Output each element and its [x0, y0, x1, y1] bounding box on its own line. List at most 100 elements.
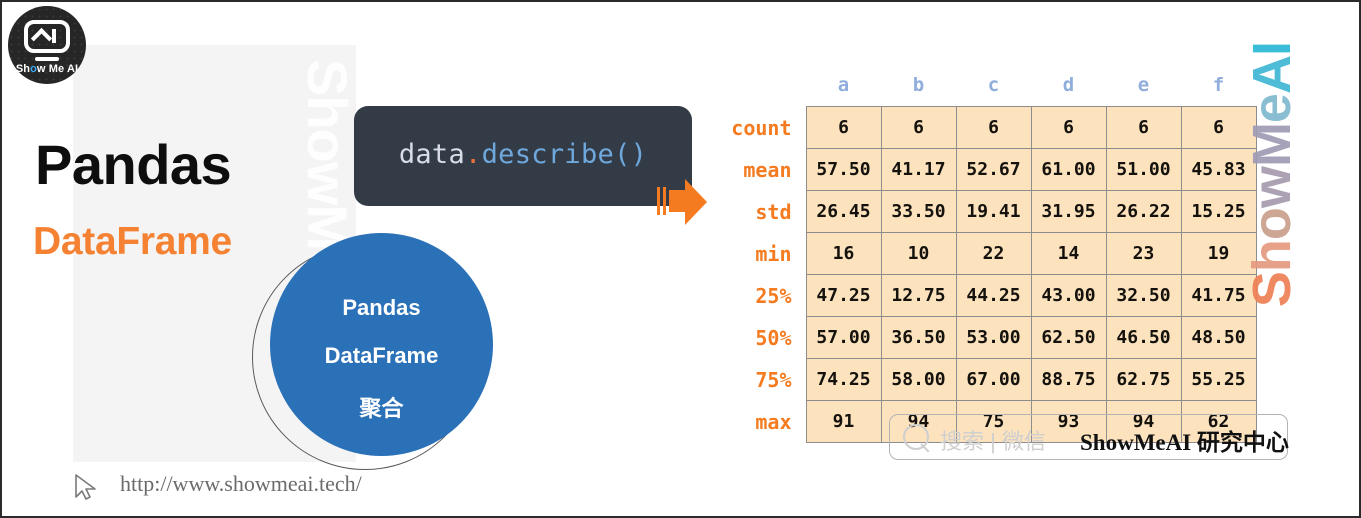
table-cell-75%-a: 74.25: [805, 358, 882, 401]
table-cell-mean-f: 45.83: [1180, 148, 1257, 191]
left-info-card: ShowMeAI: [73, 45, 359, 462]
table-column-header-c: c: [987, 74, 1000, 96]
circle-line-1: Pandas: [342, 295, 421, 320]
table-row-header-max: max: [755, 409, 792, 434]
table-header-row: a b c d e f: [708, 64, 1256, 107]
table-cell-count-b: 6: [880, 106, 957, 149]
monitor-stand-icon: [35, 57, 59, 61]
code-snippet-box: data.describe(): [354, 106, 692, 206]
code-token-variable: data: [398, 139, 466, 170]
table-cell-75%-b: 58.00: [880, 358, 957, 401]
table-cell-min-e: 23: [1105, 232, 1182, 275]
table-cell-50%-a: 57.00: [805, 316, 882, 359]
table-row-header-mean: mean: [743, 157, 792, 182]
table-cell-std-e: 26.22: [1105, 190, 1182, 233]
circle-line-3: 聚合: [359, 396, 404, 421]
table-cell-std-d: 31.95: [1030, 190, 1107, 233]
table-cell-mean-a: 57.50: [805, 148, 882, 191]
table-cell-50%-c: 53.00: [955, 316, 1032, 359]
wechat-search-label: 搜索 | 微信: [940, 429, 1046, 454]
table-cell-min-a: 16: [805, 232, 882, 275]
table-cell-25%-f: 41.75: [1180, 274, 1257, 317]
table-cell-count-a: 6: [805, 106, 882, 149]
code-snippet-text: data.describe(): [354, 139, 692, 170]
table-cell-count-f: 6: [1180, 106, 1257, 149]
concept-circle: Pandas DataFrame 聚合: [270, 233, 493, 456]
table-row-header-25%: 25%: [755, 283, 792, 308]
table-row-header-min: min: [755, 241, 792, 266]
table-cell-50%-e: 46.50: [1105, 316, 1182, 359]
page-subtitle: DataFrame: [33, 220, 232, 263]
wm-letter-o: o: [1242, 208, 1302, 241]
table-cell-max-e: 94: [1105, 400, 1182, 443]
logo-label: Show Me AI: [8, 63, 86, 75]
wechat-account-label: ShowMeAI 研究中心: [1080, 430, 1289, 455]
arrow-body: [669, 190, 689, 212]
table-cell-max-c: 75: [955, 400, 1032, 443]
table-column-header-a: a: [837, 74, 850, 96]
wm-letter-h: h: [1242, 240, 1302, 273]
table-cell-75%-f: 55.25: [1180, 358, 1257, 401]
table-column-header-f: f: [1212, 74, 1225, 96]
table-cell-min-c: 22: [955, 232, 1032, 275]
logo-label-part1: Sh: [15, 63, 31, 75]
table-cell-max-a: 91: [805, 400, 882, 443]
wm-letter-s: S: [1242, 272, 1302, 308]
table-cell-std-b: 33.50: [880, 190, 957, 233]
table-cell-mean-c: 52.67: [955, 148, 1032, 191]
table-corner-cell: [708, 64, 806, 107]
footer-url-text: http://www.showmeai.tech/: [120, 471, 362, 496]
table-cell-max-f: 62: [1180, 400, 1257, 443]
circle-line-2: DataFrame: [324, 343, 439, 368]
wm-letter-a: A: [1242, 56, 1302, 95]
table-row-header-75%: 75%: [755, 367, 792, 392]
table-cell-std-a: 26.45: [805, 190, 882, 233]
table-cell-50%-b: 36.50: [880, 316, 957, 359]
table-cell-std-c: 19.41: [955, 190, 1032, 233]
table-cell-mean-e: 51.00: [1105, 148, 1182, 191]
code-token-function: describe: [481, 139, 615, 170]
table-row-header-50%: 50%: [755, 325, 792, 350]
table-cell-25%-c: 44.25: [955, 274, 1032, 317]
wm-letter-w: w: [1242, 167, 1302, 209]
table-cell-25%-e: 32.50: [1105, 274, 1182, 317]
wm-letter-e: e: [1242, 94, 1302, 124]
table-cell-count-e: 6: [1105, 106, 1182, 149]
table-cell-50%-d: 62.50: [1030, 316, 1107, 359]
table-column-header-d: d: [1062, 74, 1075, 96]
table-cell-25%-a: 47.25: [805, 274, 882, 317]
table-cell-mean-d: 61.00: [1030, 148, 1107, 191]
table-row-header-count: count: [731, 115, 792, 140]
wechat-watermark-box: 搜索 | 微信 ShowMeAI 研究中心: [889, 414, 1289, 460]
wm-letter-i: I: [1242, 42, 1302, 57]
table-cell-50%-f: 48.50: [1180, 316, 1257, 359]
code-token-dot: .: [465, 139, 482, 170]
table-column-header-b: b: [912, 74, 925, 96]
stats-table-head: a b c d e f: [708, 64, 1256, 107]
table-cell-std-f: 15.25: [1180, 190, 1257, 233]
table-cell-min-d: 14: [1030, 232, 1107, 275]
right-vertical-watermark: ShowMeAI: [1242, 42, 1302, 308]
showmeai-logo: Show Me AI: [8, 6, 86, 84]
table-column-header-e: e: [1137, 74, 1150, 96]
table-cell-count-c: 6: [955, 106, 1032, 149]
table-cell-75%-d: 88.75: [1030, 358, 1107, 401]
page-title: Pandas: [35, 133, 232, 196]
robot-screen-icon: [24, 20, 70, 53]
arrow-tick-2: [663, 187, 666, 215]
table-row-header-std: std: [755, 199, 792, 224]
table-cell-mean-b: 41.17: [880, 148, 957, 191]
search-icon: [903, 424, 929, 450]
table-cell-75%-c: 67.00: [955, 358, 1032, 401]
arrow-head: [685, 179, 707, 225]
